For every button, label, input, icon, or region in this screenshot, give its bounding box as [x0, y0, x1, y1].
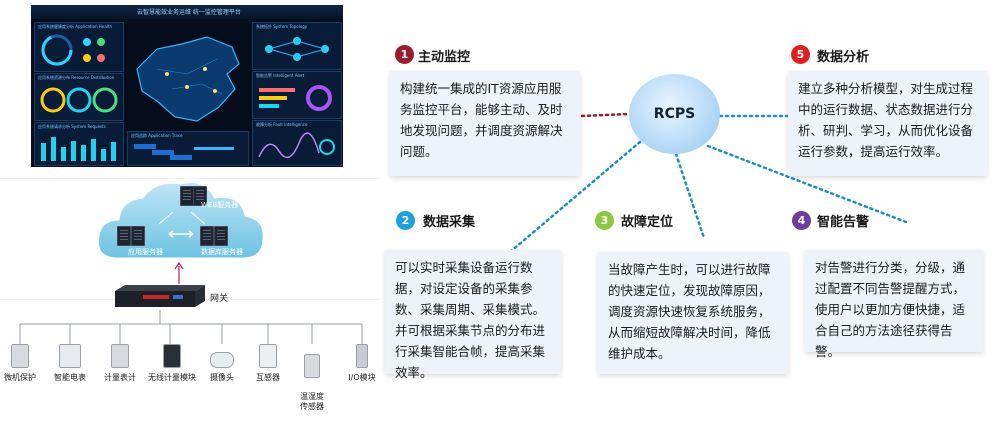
rcps-label: RCPS — [653, 106, 696, 122]
app-server-icon — [117, 226, 131, 246]
io-module-icon — [356, 344, 368, 368]
transformer-icon — [259, 344, 277, 368]
step-5-title: 数据分析 — [817, 50, 870, 65]
panel-resource-title: 应用系统资源分布 Resource Distribution — [38, 75, 115, 80]
health-gauge-icon — [41, 34, 105, 66]
device-io-module: I/O模块 — [342, 344, 382, 383]
panel-fault: 故障分析 Fault Intelligence — [252, 120, 342, 166]
step-1-title: 主动监控 — [418, 50, 471, 65]
step-5-description: 建立多种分析模型，对生成过程中的运行数据、状态数据进行分析、研判、学习，从而优化… — [788, 71, 987, 176]
device-bus-lines — [19, 310, 363, 344]
device-smart-meter: 智能电表 — [50, 344, 90, 383]
protection-relay-icon — [11, 344, 29, 368]
gateway-label: 网关 — [210, 294, 229, 304]
step-4-title: 智能告警 — [817, 215, 870, 230]
step-2-description: 可以实时采集设备运行数据，对设定设备的采集参数、采集周期、采集模式。并可根据采集… — [385, 250, 561, 380]
china-map-icon — [136, 36, 240, 122]
dashboard-screenshot: 云智慧能效业务运维 统一监控管理平台 应用系统健康度分析 Application… — [31, 5, 343, 167]
step-3-badge: 3 — [595, 211, 614, 230]
smart-meter-icon — [59, 344, 81, 368]
device-label: 无线计量模块 — [148, 373, 196, 382]
dashboard-header — [31, 5, 343, 19]
connector-lines — [508, 112, 908, 254]
divider-line — [0, 178, 380, 179]
panel-resource: 应用系统资源分布 Resource Distribution — [34, 73, 124, 121]
device-label: 微机保护 — [4, 373, 36, 382]
temp-humidity-sensor-icon — [304, 354, 320, 378]
panel-alert-title: 智能告警 Intelligent Alert — [256, 73, 305, 78]
web-server-label: WEB服务器 — [201, 201, 239, 209]
web-server-icon — [193, 186, 207, 206]
panel-alert: 智能告警 Intelligent Alert — [252, 71, 342, 119]
panel-requests: 应用系统请求分析 System Requests — [34, 122, 124, 166]
panel-health: 应用系统健康度分析 Application Health — [34, 22, 124, 72]
step-5-badge: 5 — [791, 45, 810, 64]
device-label: 智能电表 — [54, 373, 86, 382]
topology-nodes-icon — [265, 37, 329, 61]
db-server-label: 数据库服务器 — [201, 248, 243, 256]
step-4-description: 对告警进行分类，分级，通过配置不同告警提醒方式，使用户以更加方便快捷，适合自己的… — [805, 250, 983, 359]
device-label: 互感器 — [256, 373, 280, 382]
meter-icon — [111, 344, 129, 368]
gateway-device-icon — [115, 285, 205, 307]
app-server-icon — [131, 226, 145, 246]
requests-bars-icon — [41, 137, 116, 161]
wireless-module-icon — [163, 344, 181, 368]
db-server-icon — [200, 226, 214, 246]
step-4-badge: 4 — [792, 211, 811, 230]
device-transformer: 互感器 — [248, 344, 288, 383]
device-label: 温湿度 传感器 — [300, 392, 324, 411]
device-protection-relay: 微机保护 — [0, 344, 40, 383]
device-camera: 摄像头 — [202, 344, 242, 383]
alert-donut-icon — [259, 85, 332, 111]
db-server-icon — [214, 226, 228, 246]
panel-trace: 应用追踪 Application Trace — [127, 131, 249, 166]
up-arrow-icon — [174, 262, 184, 284]
panel-requests-title: 应用系统请求分析 System Requests — [38, 124, 106, 129]
resource-gauges-icon — [40, 87, 118, 113]
step-3-description: 当故障产生时，可以进行故障的快速定位，发现故障原因，调度资源快速恢复系统服务，从… — [598, 252, 788, 374]
device-label: 计量表计 — [104, 373, 136, 382]
camera-icon — [210, 352, 234, 368]
trace-steps-icon — [134, 144, 234, 160]
device-label: 摄像头 — [210, 373, 234, 382]
panel-fault-title: 故障分析 Fault Intelligence — [256, 122, 308, 127]
panel-topology: 系统拓扑 System Topology — [252, 22, 342, 70]
panel-trace-title: 应用追踪 Application Trace — [131, 133, 183, 138]
step-3-title: 故障定位 — [621, 215, 674, 230]
dashboard-title: 云智慧能效业务运维 统一监控管理平台 — [137, 9, 241, 16]
device-label: I/O模块 — [348, 373, 376, 382]
step-2-badge: 2 — [396, 211, 415, 230]
rcps-center-node: RCPS — [629, 74, 720, 154]
web-server-icon — [180, 186, 194, 206]
app-server-label: 应用服务器 — [128, 248, 163, 256]
device-meter: 计量表计 — [100, 344, 140, 383]
step-2-title: 数据采集 — [423, 215, 476, 230]
fault-wave-icon — [258, 132, 335, 159]
device-wireless-module: 无线计量模块 — [146, 344, 198, 383]
device-temp-humidity: 温湿度 传感器 — [292, 344, 332, 422]
panel-topology-title: 系统拓扑 System Topology — [256, 24, 308, 29]
panel-health-title: 应用系统健康度分析 Application Health — [38, 24, 113, 29]
step-1-description: 构建统一集成的IT资源应用服务监控平台，能够主动、及时地发现问题，并调度资源解决… — [390, 71, 580, 176]
step-1-badge: 1 — [395, 45, 414, 64]
